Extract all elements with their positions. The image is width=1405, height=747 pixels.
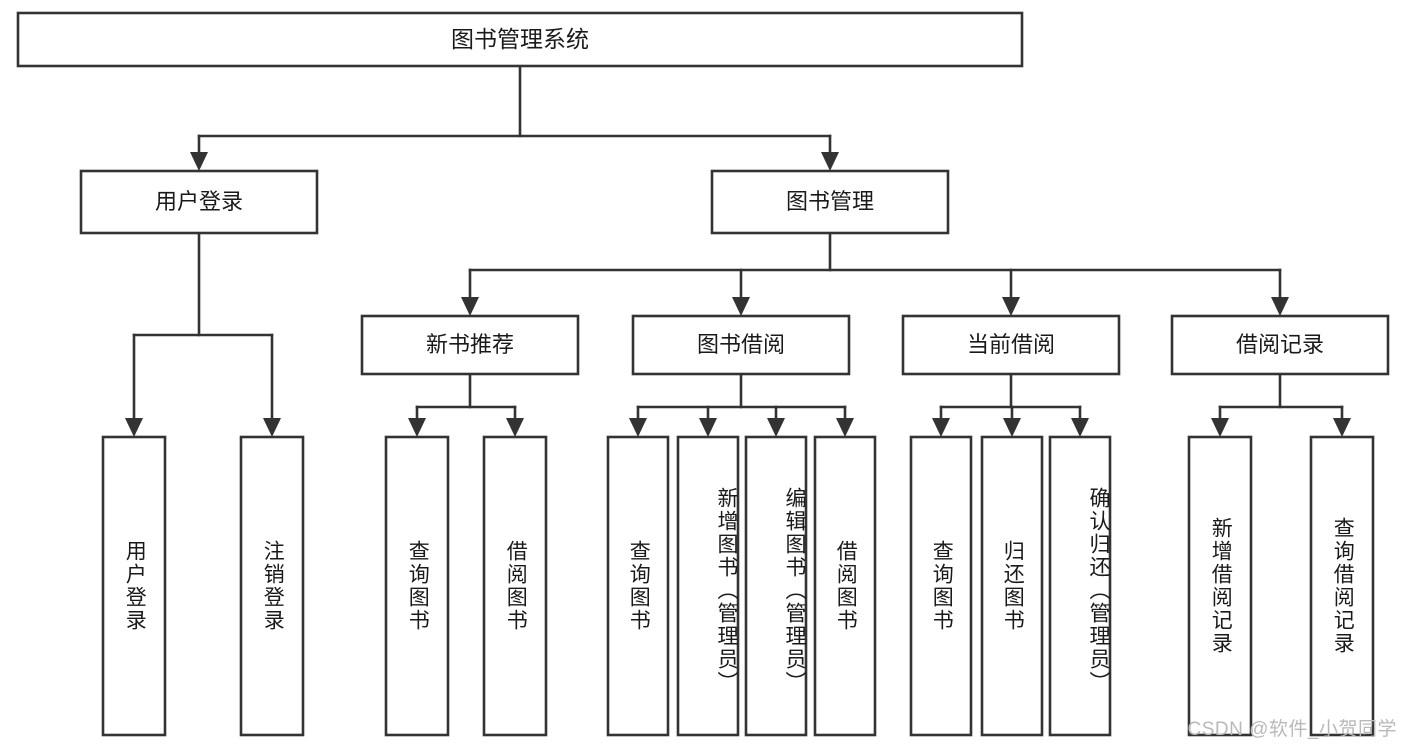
leaf-box-query-book-2[interactable] — [606, 435, 670, 737]
node-current-borrow[interactable]: 当前借阅 — [901, 314, 1121, 376]
arrow-head-leaf-query-book-2 — [629, 418, 647, 437]
node-user-login-box[interactable] — [79, 169, 319, 235]
node-borrow-record-label: 借阅记录 — [1236, 332, 1324, 357]
leaf-box-confirm-return[interactable] — [1048, 435, 1112, 737]
leaf-box-edit-book[interactable] — [744, 435, 808, 737]
arrow-head-leaf-query-book-1 — [408, 418, 426, 437]
arrow-head-leaf-borrow-book-1 — [506, 418, 524, 437]
node-book-borrow[interactable]: 图书借阅 — [631, 314, 851, 376]
node-new-book-recommend-label: 新书推荐 — [426, 332, 514, 357]
arrow-head-user-login — [190, 152, 208, 171]
arrow-head-borrow-record — [1271, 297, 1289, 316]
leaf-box-add-record[interactable] — [1187, 435, 1253, 737]
node-book-management-label: 图书管理 — [786, 189, 874, 214]
leaf-box-logout[interactable] — [239, 435, 305, 737]
leaf-box-query-book-3[interactable] — [909, 435, 973, 737]
arrow-head-leaf-user-login — [125, 418, 143, 437]
node-new-book-recommend[interactable]: 新书推荐 — [360, 314, 580, 376]
leaf-box-borrow-book-2[interactable] — [813, 435, 877, 737]
watermark-text: CSDN @软件_小贺同学 — [1187, 719, 1397, 740]
node-borrow-record-box[interactable] — [1170, 314, 1390, 376]
node-borrow-record[interactable]: 借阅记录 — [1170, 314, 1390, 376]
arrow-head-book-borrow — [732, 297, 750, 316]
leaf-box-query-book-1[interactable] — [384, 435, 450, 737]
arrow-head-leaf-confirm-return — [1071, 418, 1089, 437]
arrow-head-book-mgmt — [821, 152, 839, 171]
arrow-head-leaf-return-book — [1003, 418, 1021, 437]
node-new-book-recommend-box[interactable] — [360, 314, 580, 376]
node-current-borrow-box[interactable] — [901, 314, 1121, 376]
arrow-head-leaf-logout — [263, 418, 281, 437]
node-root-label: 图书管理系统 — [451, 26, 589, 52]
node-book-management-box[interactable] — [710, 169, 950, 235]
leaf-box-add-book[interactable] — [676, 435, 740, 737]
leaf-box-layer — [101, 435, 1375, 737]
node-current-borrow-label: 当前借阅 — [967, 332, 1055, 357]
arrow-head-leaf-add-record — [1211, 418, 1229, 437]
node-root[interactable]: 图书管理系统 — [16, 11, 1024, 68]
arrow-head-leaf-query-book-3 — [932, 418, 950, 437]
arrow-head-current-borrow — [1002, 297, 1020, 316]
connector-layer — [125, 64, 1351, 437]
arrow-head-leaf-add-book — [699, 418, 717, 437]
leaf-box-return-book[interactable] — [980, 435, 1044, 737]
node-book-management[interactable]: 图书管理 — [710, 169, 950, 235]
node-user-login-label: 用户登录 — [155, 189, 243, 214]
arrow-head-leaf-edit-book — [767, 418, 785, 437]
arrow-head-new-book-rec — [461, 297, 479, 316]
node-book-borrow-label: 图书借阅 — [697, 332, 785, 357]
leaf-box-query-record[interactable] — [1309, 435, 1375, 737]
leaf-box-borrow-book-1[interactable] — [482, 435, 548, 737]
leaf-box-user-login[interactable] — [101, 435, 167, 737]
arrow-head-leaf-query-record — [1333, 418, 1351, 437]
arrow-head-leaf-borrow-book-2 — [836, 418, 854, 437]
node-user-login[interactable]: 用户登录 — [79, 169, 319, 235]
node-book-borrow-box[interactable] — [631, 314, 851, 376]
node-root-box[interactable] — [16, 11, 1024, 68]
